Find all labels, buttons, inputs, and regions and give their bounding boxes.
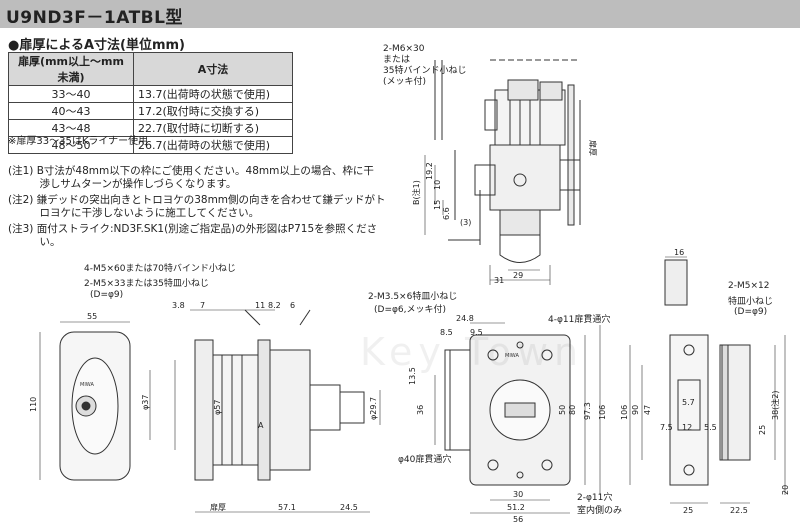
dim-11: 11 bbox=[255, 301, 265, 310]
dim-29: 29 bbox=[513, 271, 523, 280]
note-2a: (注2) 鎌デッドの突出向きとトロヨケの38mm側の向きを合わせて鎌デッドがト bbox=[8, 194, 386, 206]
dim-106: 106 bbox=[598, 405, 607, 420]
dim-phi57: φ57 bbox=[213, 400, 222, 415]
dim-19-2: 19.2 bbox=[425, 162, 434, 180]
plate-brand-mark: MIWA bbox=[505, 353, 519, 359]
dim-6-6: 6.6 bbox=[442, 207, 451, 220]
dim-25-h: 25 bbox=[683, 506, 693, 515]
dim-13-5: 13.5 bbox=[408, 367, 417, 385]
dim-24-5: 24.5 bbox=[340, 503, 358, 512]
dim-90: 90 bbox=[631, 405, 640, 415]
screw-top-line: (メッキ付) bbox=[383, 77, 427, 87]
table-note: ※扉厚33～35はKライナー使用 bbox=[8, 136, 149, 147]
right-screw-label-3: (D=φ9) bbox=[734, 307, 768, 317]
dim-25-v: 25 bbox=[758, 425, 767, 435]
dim-47: 47 bbox=[643, 405, 652, 415]
dim-50: 50 bbox=[558, 405, 567, 415]
dim-8-5: 8.5 bbox=[440, 328, 453, 337]
left-screw-label-1: 4-M5×60または70特バインド小ねじ bbox=[84, 264, 236, 274]
screw-top-line: 35特バインド小ねじ bbox=[383, 66, 467, 76]
page-title: U9ND3F－1ATBL型 bbox=[6, 8, 183, 28]
table-cell: 33～40 bbox=[8, 85, 134, 103]
screw-top-line: 2-M6×30 bbox=[383, 44, 425, 54]
table-cell: 40～43 bbox=[8, 102, 134, 120]
dim-b-note: B(注1) bbox=[411, 180, 421, 205]
watermark: Key Town bbox=[360, 330, 585, 374]
dim-3-8: 3.8 bbox=[172, 301, 185, 310]
indoor-only-label: 室内側のみ bbox=[577, 506, 623, 516]
dim-9-5: 9.5 bbox=[470, 328, 483, 337]
dim-5-7: 5.7 bbox=[682, 398, 695, 407]
dim-31: 31 bbox=[494, 276, 504, 285]
section-heading: ●扉厚によるA寸法(単位mm) bbox=[8, 38, 185, 53]
door-thickness-h: 扉厚 bbox=[210, 502, 226, 512]
dim-24-8: 24.8 bbox=[456, 315, 474, 323]
dim-12: 12 bbox=[682, 423, 692, 432]
dim-6: 6 bbox=[290, 301, 295, 310]
brand-mark: MIWA bbox=[80, 382, 94, 388]
note-2b: ロヨケに干渉しないように施工してください。 bbox=[8, 207, 260, 219]
dimension-table: 扉厚(mm以上～mm未満) A寸法 33～40 13.7(出荷時の状態で使用) … bbox=[8, 52, 293, 154]
door-thickness-label: 扉厚 bbox=[588, 140, 598, 156]
mounting-plate-drawing: MIWA 24.8 8.5 9.5 13.5 36 50 80 97.3 106… bbox=[408, 315, 607, 524]
dim-7-5: 7.5 bbox=[660, 423, 673, 432]
right-screw-label-1: 2-M5×12 bbox=[728, 281, 770, 291]
dim-16: 16 bbox=[674, 248, 684, 257]
dim-paren-3: (3) bbox=[460, 218, 471, 227]
note-1a: (注1) B寸法が48mm以下の枠にご使用ください。48mm以上の場合、枠に干 bbox=[8, 165, 374, 177]
dim-22-5: 22.5 bbox=[730, 506, 748, 515]
table-header: 扉厚(mm以上～mm未満) bbox=[8, 52, 134, 86]
dim-7: 7 bbox=[200, 301, 205, 310]
table-row: 48～50 26.7(出荷時の状態で使用) bbox=[8, 136, 293, 154]
dim-36: 36 bbox=[416, 405, 425, 415]
table-cell: 17.2(取付時に交換する) bbox=[133, 102, 293, 120]
front-and-section-drawing: MIWA 55 110 3.8 7 11 8.2 6 φ37 φ57 φ29.7… bbox=[29, 301, 381, 513]
dim-55: 55 bbox=[87, 312, 97, 321]
dim-20: 20 bbox=[781, 485, 790, 495]
table-cell: 26.7(出荷時の状態で使用) bbox=[133, 136, 293, 154]
table-row: 33～40 13.7(出荷時の状態で使用) bbox=[8, 85, 293, 103]
table-cell: 22.7(取付時に切断する) bbox=[133, 119, 293, 137]
dim-97-3: 97.3 bbox=[583, 402, 592, 420]
note-3b: い。 bbox=[8, 236, 61, 248]
dim-106-strike: 106 bbox=[620, 405, 629, 420]
table-header-row: 扉厚(mm以上～mm未満) A寸法 bbox=[8, 52, 293, 86]
dim-57-1: 57.1 bbox=[278, 503, 296, 512]
thru-hole-4-label: 4-φ11扉貫通穴 bbox=[548, 315, 611, 325]
table-row: 43～48 22.7(取付時に切断する) bbox=[8, 119, 293, 137]
mid-screw-label-2: (D=φ6,メッキ付) bbox=[374, 305, 447, 315]
thru-hole-40-label: φ40扉貫通穴 bbox=[398, 455, 452, 465]
dim-a: A bbox=[258, 421, 264, 430]
dim-5-5: 5.5 bbox=[704, 423, 717, 432]
left-screw-label-3: (D=φ9) bbox=[90, 290, 124, 300]
screw-top-label: 2-M6×30 または 35特バインド小ねじ (メッキ付) bbox=[383, 44, 466, 88]
dim-56: 56 bbox=[513, 515, 523, 524]
dim-phi29-7: φ29.7 bbox=[369, 397, 378, 420]
dim-30: 30 bbox=[513, 490, 523, 499]
dim-15: 15 bbox=[433, 200, 442, 210]
dim-10: 10 bbox=[433, 180, 442, 190]
table-row: 40～43 17.2(取付時に交換する) bbox=[8, 102, 293, 120]
table-cell: 43～48 bbox=[8, 119, 134, 137]
table-header: A寸法 bbox=[133, 52, 293, 86]
note-1b: 渉しサムターンが操作しづらくなります。 bbox=[8, 178, 237, 190]
dim-38-note2: 38(注2) bbox=[770, 390, 780, 420]
left-screw-label-2: 2-M5×33または35特皿小ねじ bbox=[84, 279, 209, 289]
dim-51-2: 51.2 bbox=[507, 503, 525, 512]
mid-screw-label-1: 2-M3.5×6特皿小ねじ bbox=[368, 292, 458, 302]
dim-80: 80 bbox=[568, 405, 577, 415]
strike-drawing: 16 106 90 47 7.5 12 5.5 5.7 38(注2) 25 20… bbox=[620, 248, 790, 515]
table-cell: 13.7(出荷時の状態で使用) bbox=[133, 85, 293, 103]
right-screw-label-2: 特皿小ねじ bbox=[728, 297, 774, 307]
side-view-drawing: B(注1) 19.2 15 10 6.6 (3) 29 31 扉厚 bbox=[411, 59, 598, 285]
screw-top-line: または bbox=[383, 55, 411, 65]
dim-8-2: 8.2 bbox=[268, 301, 281, 310]
dim-phi37: φ37 bbox=[141, 395, 150, 410]
hole-2-label: 2-φ11穴 bbox=[577, 493, 613, 503]
title-bar: U9ND3F－1ATBL型 bbox=[0, 0, 800, 28]
note-3a: (注3) 面付ストライク:ND3F.SK1(別途ご指定品)の外形図はP715を参… bbox=[8, 223, 378, 235]
dim-110: 110 bbox=[29, 397, 38, 412]
table-cell: 48～50 bbox=[8, 136, 134, 154]
